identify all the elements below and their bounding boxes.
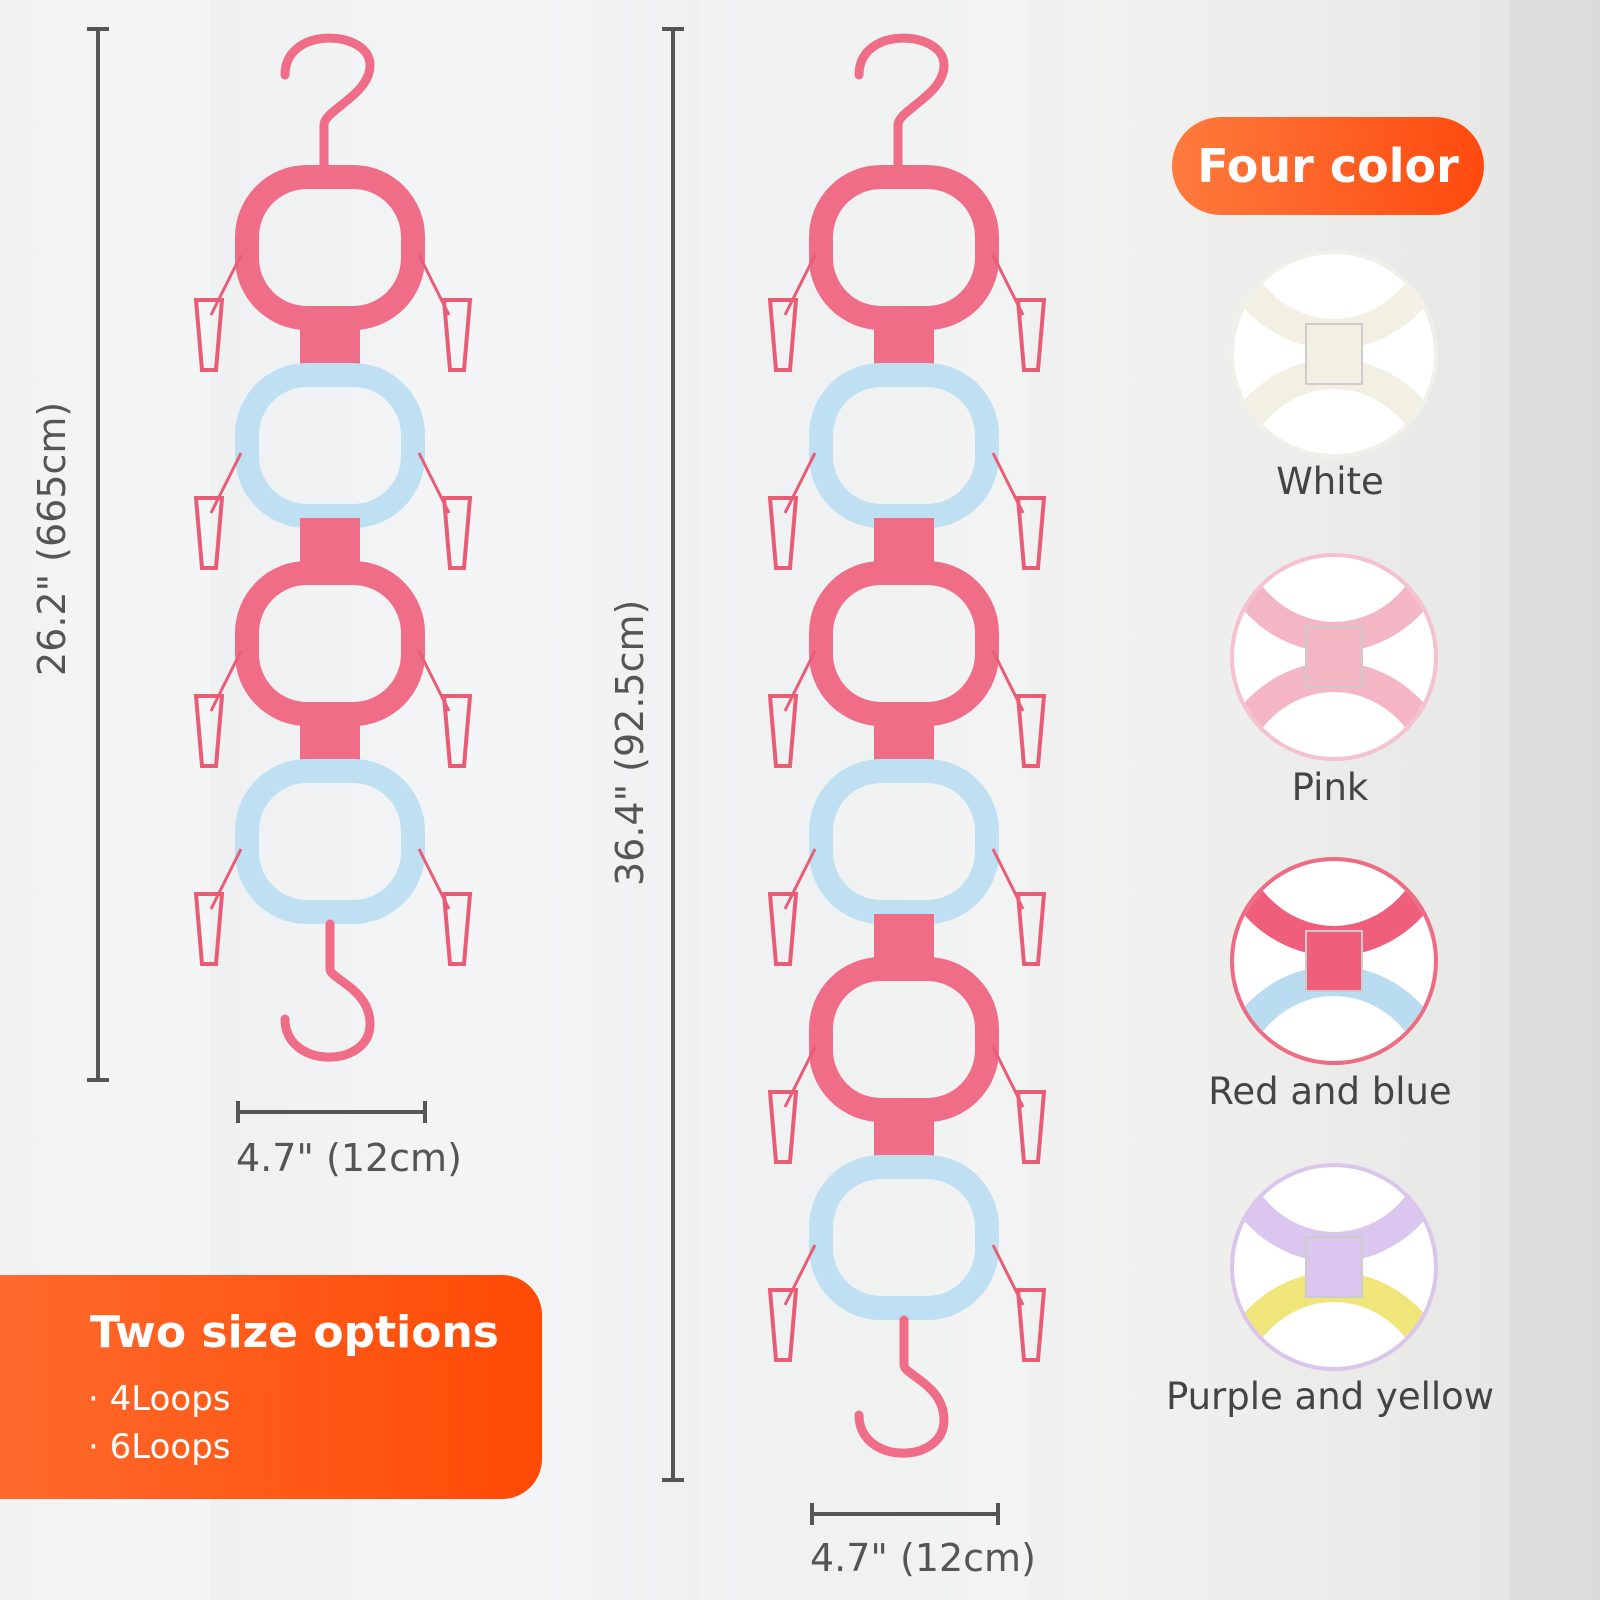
clip-wire [209, 650, 243, 712]
clip-wire [783, 452, 817, 514]
background-panel-right [1510, 0, 1600, 1600]
hanger-loop [809, 1155, 999, 1320]
size-options-panel: Two size options · 4Loops · 6Loops [0, 1275, 542, 1499]
ring-detail-icon [1234, 254, 1434, 454]
large-height-label: 36.4" (92.5cm) [608, 599, 652, 886]
clothespin-icon [193, 694, 225, 768]
hanger-loop [809, 759, 999, 924]
clothespin-icon [767, 892, 799, 966]
size-option-item: · 4Loops [88, 1379, 231, 1419]
size-option-label: 6Loops [109, 1427, 231, 1467]
clothespin-icon [767, 1288, 799, 1362]
clip-wire [783, 1244, 817, 1306]
hanger-loop [235, 363, 425, 528]
four-color-badge: Four color [1172, 117, 1484, 215]
loop-connector [874, 716, 934, 762]
clothespin-icon [441, 298, 473, 372]
top-hook-icon [854, 33, 949, 170]
loop-connector [874, 518, 934, 564]
clip-wire [783, 1046, 817, 1108]
loop-connector [874, 914, 934, 960]
clothespin-icon [441, 694, 473, 768]
hanger-loop [235, 561, 425, 726]
bottom-hook-icon [280, 919, 375, 1062]
clip-wire [783, 848, 817, 910]
loop-connector [300, 716, 360, 762]
small-width-label: 4.7" (12cm) [236, 1136, 462, 1180]
ring-detail-icon [1234, 861, 1434, 1061]
clothespin-icon [441, 496, 473, 570]
white-swatch-image [1230, 250, 1438, 458]
purple-yellow-swatch-image [1230, 1163, 1438, 1371]
size-options-title: Two size options [90, 1307, 499, 1358]
clothespin-icon [193, 496, 225, 570]
loop-connector [300, 518, 360, 564]
clothespin-icon [1015, 496, 1047, 570]
large-width-label: 4.7" (12cm) [810, 1536, 1036, 1580]
four-loop-hanger-image [193, 33, 473, 1062]
hanger-loop [809, 165, 999, 330]
red-blue-swatch-image [1230, 857, 1438, 1065]
hanger-loop [235, 165, 425, 330]
clip-wire [783, 650, 817, 712]
clip-wire [209, 452, 243, 514]
hanger-loop [235, 759, 425, 924]
clip-wire [783, 254, 817, 316]
pink-swatch-image [1230, 553, 1438, 761]
clothespin-icon [1015, 694, 1047, 768]
ring-detail-icon [1234, 557, 1434, 757]
loop-connector [874, 320, 934, 366]
white-label: White [1276, 460, 1384, 503]
ring-detail-icon [1234, 1167, 1434, 1367]
clothespin-icon [1015, 298, 1047, 372]
red-blue-label: Red and blue [1208, 1070, 1452, 1113]
six-loop-hanger-image [767, 33, 1047, 1458]
hanger-loop [809, 561, 999, 726]
clothespin-icon [1015, 1090, 1047, 1164]
size-option-item: · 6Loops [88, 1427, 231, 1467]
clothespin-icon [1015, 1288, 1047, 1362]
clothespin-icon [193, 892, 225, 966]
pink-label: Pink [1291, 766, 1369, 809]
purple-yellow-label: Purple and yellow [1165, 1375, 1495, 1418]
top-hook-icon [280, 33, 375, 170]
clothespin-icon [767, 298, 799, 372]
size-option-label: 4Loops [109, 1379, 231, 1419]
clip-wire [209, 848, 243, 910]
clothespin-icon [767, 1090, 799, 1164]
bottom-hook-icon [854, 1315, 949, 1458]
small-height-label: 26.2" (665cm) [30, 401, 74, 676]
loop-connector [874, 1112, 934, 1158]
hanger-loop [809, 957, 999, 1122]
clip-wire [209, 254, 243, 316]
hanger-loop [809, 363, 999, 528]
clothespin-icon [767, 694, 799, 768]
clothespin-icon [767, 496, 799, 570]
clothespin-icon [441, 892, 473, 966]
clothespin-icon [193, 298, 225, 372]
clothespin-icon [1015, 892, 1047, 966]
loop-connector [300, 320, 360, 366]
